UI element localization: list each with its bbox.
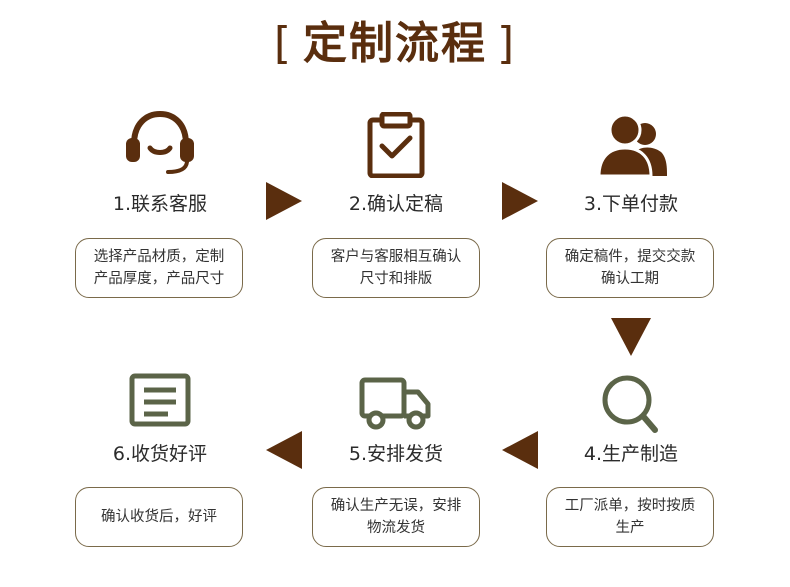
step-3: 3.下单付款 [546,112,716,216]
title-text: 定制流程 [303,18,487,69]
headset-icon [126,110,194,174]
step-4-desc: 工厂派单，按时按质 生产 [546,487,714,547]
arrow-left-icon [502,431,538,469]
step-5-desc-line-1: 确认生产无误，安排 [330,498,462,514]
step-4-desc-line-1: 工厂派单，按时按质 [564,498,696,514]
arrow-down-icon [611,318,651,356]
step-2-desc-line-2: 尺寸和排版 [359,271,433,287]
step-4-desc-line-2: 生产 [615,520,645,536]
clipboard-check-icon [367,112,425,178]
truck-icon [359,377,431,430]
users-icon [597,113,667,178]
step-6-desc-line-1: 确认收货后，好评 [101,509,217,525]
step-5-desc: 确认生产无误，安排 物流发货 [312,487,480,547]
step-2-desc-line-1: 客户与客服相互确认 [330,249,462,265]
step-5-label: 5.安排发货 [348,443,444,465]
step-2: 2.确认定稿 [311,112,481,216]
step-6: 6.收货好评 [75,372,245,466]
step-3-desc-line-1: 确定稿件，提交交款 [564,249,696,265]
step-2-desc: 客户与客服相互确认 尺寸和排版 [312,238,480,298]
arrow-left-icon [266,431,302,469]
magnifier-icon [602,375,658,433]
step-3-desc: 确定稿件，提交交款 确认工期 [546,238,714,298]
step-3-desc-line-2: 确认工期 [601,271,659,287]
step-1-desc: 选择产品材质，定制 产品厚度，产品尺寸 [75,238,243,298]
step-1-label: 1.联系客服 [112,193,208,215]
page-title: [定制流程] [0,12,790,76]
arrow-right-icon [266,182,302,220]
step-4: 4.生产制造 [546,372,716,466]
title-open-bracket: [ [273,18,293,69]
step-1-desc-line-2: 产品厚度，产品尺寸 [93,271,225,287]
arrow-right-icon [502,182,538,220]
document-icon [129,373,191,427]
step-3-label: 3.下单付款 [583,193,679,215]
step-5-desc-line-2: 物流发货 [367,520,425,536]
step-6-desc: 确认收货后，好评 [75,487,243,547]
step-6-label: 6.收货好评 [112,443,208,465]
step-5: 5.安排发货 [311,372,481,466]
step-4-label: 4.生产制造 [583,443,679,465]
step-2-label: 2.确认定稿 [348,193,444,215]
step-1-desc-line-1: 选择产品材质，定制 [93,249,225,265]
title-close-bracket: ] [497,18,517,69]
step-1: 1.联系客服 [75,108,245,216]
